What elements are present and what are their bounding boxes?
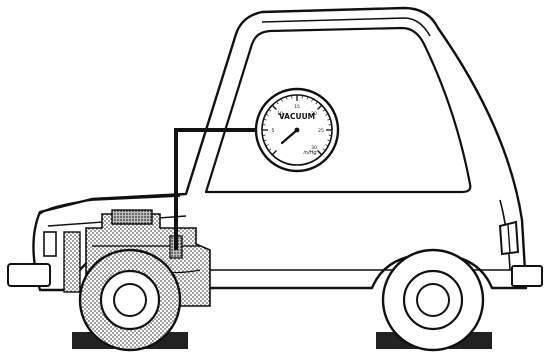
gauge-title: VACUUM <box>279 112 315 121</box>
gauge-unit: in/Hg <box>303 150 316 156</box>
headlight <box>44 232 56 256</box>
rear-wheel <box>383 250 483 350</box>
gauge-tick-label: 25 <box>318 128 324 134</box>
rear-bumper <box>512 266 542 286</box>
front-wheel <box>80 250 180 350</box>
gauge-tick-label: 15 <box>294 104 300 110</box>
front-bumper <box>8 264 50 286</box>
gauge-tick-label: 5 <box>272 128 275 134</box>
gauge-hub <box>295 128 300 133</box>
